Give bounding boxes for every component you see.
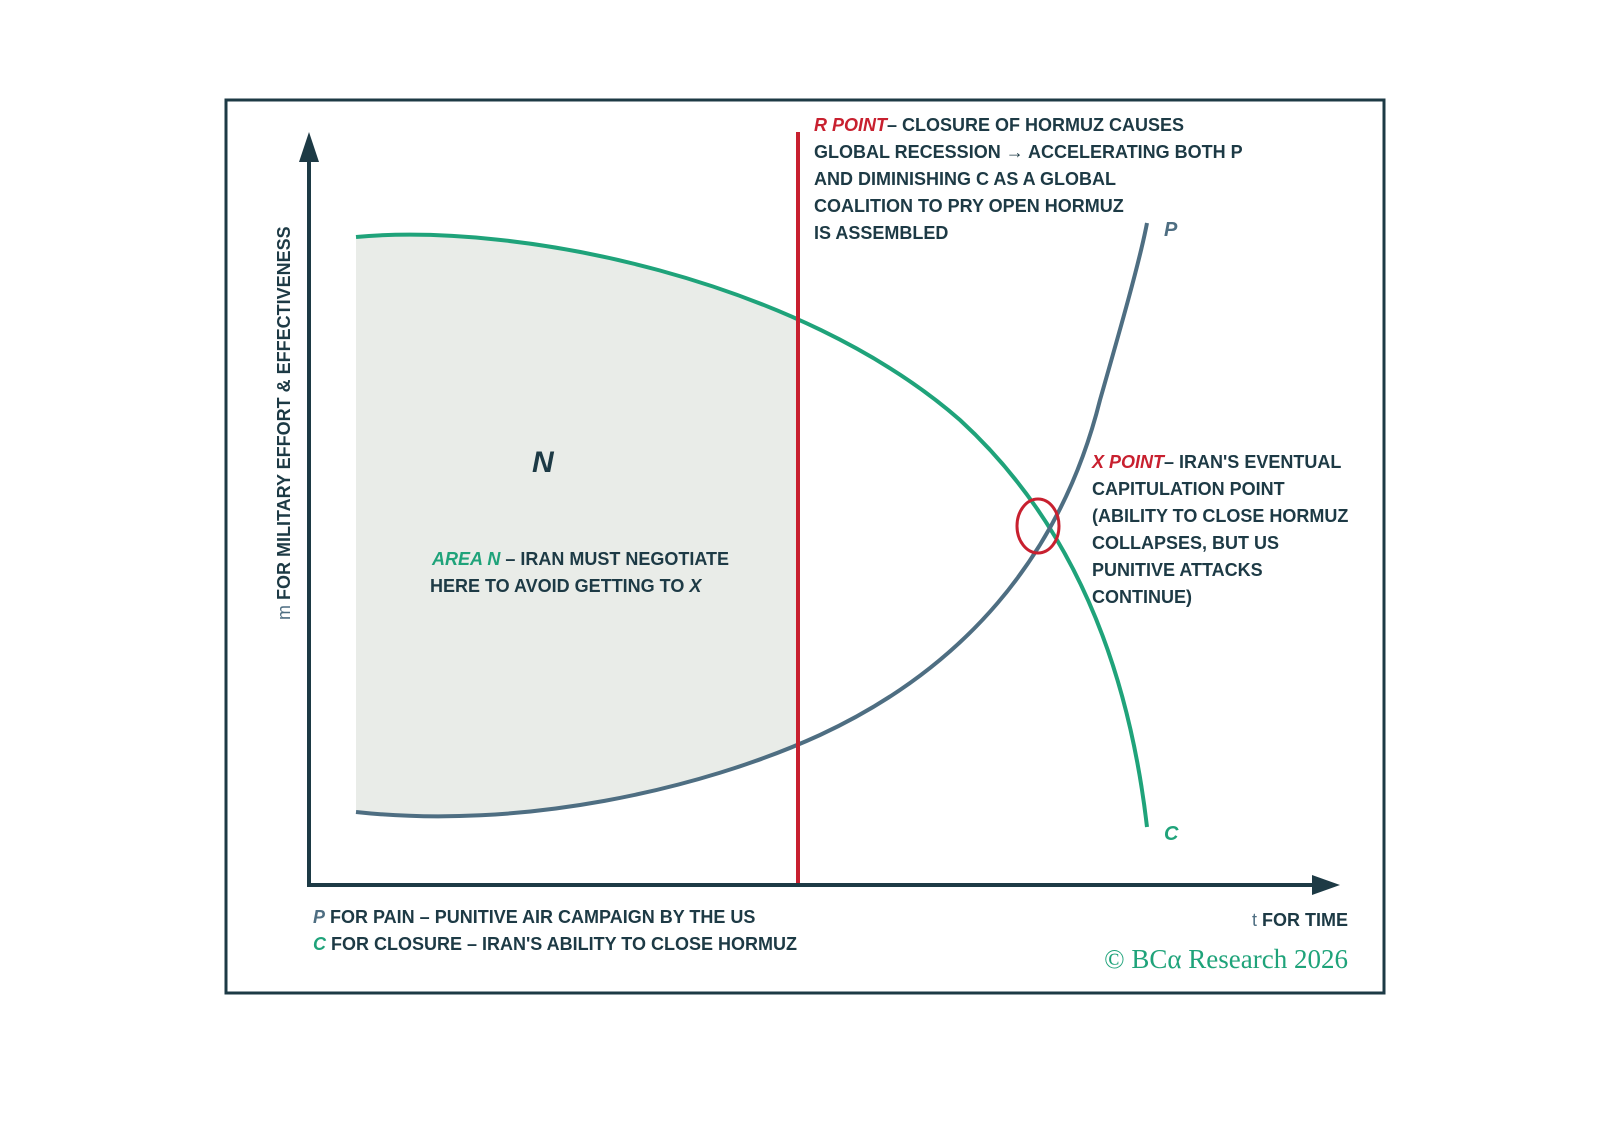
frame — [224, 98, 1386, 995]
copyright-logo: © BCα Research 2026 — [1104, 944, 1348, 974]
svg-text:GLOBAL RECESSION → ACCELERATIN: GLOBAL RECESSION → ACCELERATING BOTH P — [814, 142, 1243, 162]
p-curve-label: P — [1164, 219, 1178, 241]
y-axis-label: m FOR MILITARY EFFORT & EFFECTIVENESS — [274, 226, 294, 620]
area-n-text-1: AREA N – IRAN MUST NEGOTIATE — [431, 549, 729, 569]
svg-text:(ABILITY TO CLOSE HORMUZ: (ABILITY TO CLOSE HORMUZ — [1092, 506, 1348, 526]
x-axis-arrow — [1312, 875, 1340, 895]
svg-text:X POINT– IRAN'S EVENTUAL: X POINT– IRAN'S EVENTUAL — [1091, 452, 1341, 472]
y-axis-arrow — [299, 132, 319, 162]
svg-text:R POINT– CLOSURE OF HORMUZ CAU: R POINT– CLOSURE OF HORMUZ CAUSES — [814, 115, 1184, 135]
area-n-letter: N — [532, 446, 555, 479]
legend-item-closure: C FOR CLOSURE – IRAN'S ABILITY TO CLOSE … — [313, 934, 797, 954]
closure-curve — [355, 232, 1149, 828]
x-axis-label: t FOR TIME — [1252, 910, 1348, 930]
c-curve-label: C — [1164, 823, 1179, 845]
area-n-text-2: HERE TO AVOID GETTING TO X — [430, 576, 702, 596]
svg-text:IS ASSEMBLED: IS ASSEMBLED — [814, 223, 948, 243]
svg-text:COLLAPSES, BUT US: COLLAPSES, BUT US — [1092, 533, 1279, 553]
svg-text:CAPITULATION POINT: CAPITULATION POINT — [1092, 479, 1285, 499]
x-point-circle — [1015, 497, 1061, 555]
pain-curve — [355, 222, 1149, 819]
legend: P FOR PAIN – PUNITIVE AIR CAMPAIGN BY TH… — [313, 907, 797, 954]
svg-text:PUNITIVE ATTACKS: PUNITIVE ATTACKS — [1092, 560, 1263, 580]
svg-text:AND DIMINISHING C AS A GLOBAL: AND DIMINISHING C AS A GLOBAL — [814, 169, 1116, 189]
r-point-annotation: R POINT– CLOSURE OF HORMUZ CAUSES GLOBAL… — [814, 115, 1243, 243]
svg-text:CONTINUE): CONTINUE) — [1092, 587, 1192, 607]
x-point-annotation: X POINT– IRAN'S EVENTUAL CAPITULATION PO… — [1091, 452, 1348, 607]
legend-item-pain: P FOR PAIN – PUNITIVE AIR CAMPAIGN BY TH… — [313, 907, 755, 927]
svg-text:COALITION TO PRY OPEN HORMUZ: COALITION TO PRY OPEN HORMUZ — [814, 196, 1124, 216]
